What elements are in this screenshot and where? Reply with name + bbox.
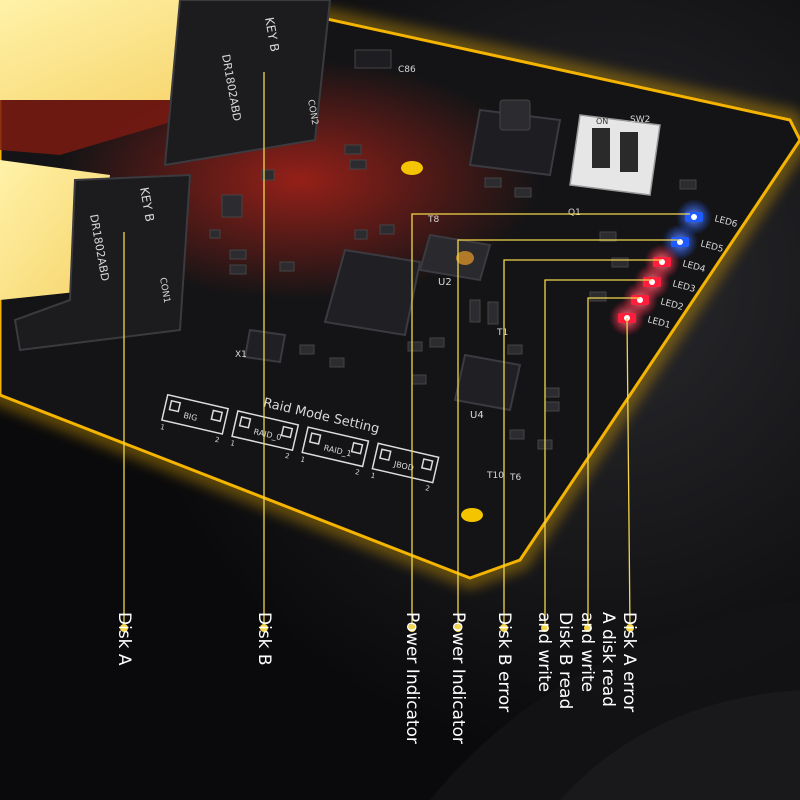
callout-leader-6 xyxy=(584,297,640,632)
jumper-pad xyxy=(280,425,294,439)
leader-dot xyxy=(454,624,462,632)
leader-dot xyxy=(500,624,508,632)
pin-label: 1 xyxy=(159,423,165,432)
m2-slot-b: KEY B DR1802ABD CON2 xyxy=(163,0,332,167)
leader-line xyxy=(544,279,652,628)
leader-line xyxy=(503,259,662,628)
dip-switch-sw2: ON SW2 xyxy=(569,114,661,196)
pin-label: 2 xyxy=(354,468,360,477)
callout-leader-1 xyxy=(260,72,268,632)
sw2-label: SW2 xyxy=(630,115,650,125)
pin-label: 2 xyxy=(424,484,430,493)
background-fold xyxy=(560,690,800,800)
jumper-pad xyxy=(420,458,434,471)
callout-label: Disk B xyxy=(254,612,274,666)
jumper-pad xyxy=(350,441,364,455)
leader-line xyxy=(457,239,680,628)
pin-label: 1 xyxy=(370,472,376,481)
callout-label: Power Indicator xyxy=(402,612,422,744)
raid-box-big: BIG 1 2 xyxy=(159,393,230,445)
callout-leaders xyxy=(120,72,690,632)
capacitor-c86: C86 xyxy=(354,49,416,75)
inductor xyxy=(418,233,492,282)
callout-leader-3 xyxy=(454,239,680,632)
crystal-x1: X1 xyxy=(235,328,287,364)
t6-label: T6 xyxy=(509,473,521,483)
led-core xyxy=(691,214,697,220)
t8-label: T8 xyxy=(427,215,439,225)
slot-a-connector-label: CON1 xyxy=(157,277,171,304)
pin-label: 1 xyxy=(300,455,306,464)
callout-leader-2 xyxy=(408,213,690,632)
leader-line xyxy=(587,297,640,628)
slot-b-key-label: KEY B xyxy=(262,16,282,53)
leader-dot xyxy=(120,624,128,632)
m2-slot-a: KEY B DR1802ABD CON1 xyxy=(13,173,192,352)
q1-label: Q1 xyxy=(568,208,581,218)
leader-line xyxy=(411,213,690,628)
leader-dot xyxy=(584,624,592,632)
c86-label: C86 xyxy=(398,65,416,75)
callout-leader-4 xyxy=(500,259,662,632)
u4-label: U4 xyxy=(470,410,484,421)
leader-dot xyxy=(541,624,549,632)
callout-label: Disk B read and write xyxy=(534,612,575,710)
callout-leader-5 xyxy=(541,279,652,632)
leader-dot xyxy=(408,624,416,632)
callout-label: Disk A error xyxy=(619,612,639,713)
callout-leader-0 xyxy=(120,232,128,632)
leader-line xyxy=(626,317,631,629)
jumper-pad xyxy=(238,416,252,429)
pin-label: 2 xyxy=(214,436,220,445)
chip-u2: U2 xyxy=(323,248,452,337)
jumper-pad xyxy=(210,409,224,423)
x1-label: X1 xyxy=(235,350,247,360)
leader-dot xyxy=(626,624,634,632)
leader-dot xyxy=(260,624,268,632)
callout-leader-7 xyxy=(626,317,634,632)
slot-b-connector-label: CON2 xyxy=(305,99,319,126)
on-label: ON xyxy=(596,117,608,126)
mounting-hole xyxy=(401,161,423,175)
u2-label: U2 xyxy=(438,277,452,288)
callout-label: Disk A xyxy=(114,612,134,666)
mounting-hole xyxy=(461,508,483,522)
callout-label: A disk read and write xyxy=(577,612,618,707)
jumper-pad xyxy=(308,432,322,445)
pin-label: 2 xyxy=(284,452,290,461)
pin-label: 1 xyxy=(230,439,236,448)
t10-label: T10 xyxy=(486,471,504,481)
callout-label: Disk B error xyxy=(494,612,514,713)
callout-label: Power Indicator xyxy=(448,612,468,744)
jumper-pad xyxy=(168,399,182,413)
push-button xyxy=(468,99,562,177)
raid-mode-label: BIG xyxy=(183,411,199,423)
jumper-pad xyxy=(379,448,392,462)
t1-label: T1 xyxy=(496,328,508,338)
slot-a-key-label: KEY B xyxy=(137,186,157,223)
